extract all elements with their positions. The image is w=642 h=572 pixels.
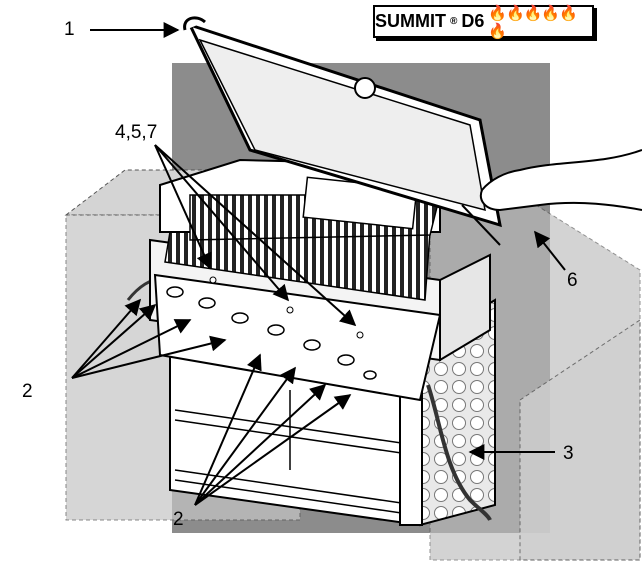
firebox-side bbox=[439, 253, 491, 362]
igniter-markers bbox=[209, 276, 364, 339]
gas-hose bbox=[426, 384, 492, 521]
badge-registered: ® bbox=[450, 16, 458, 27]
lid-rod bbox=[461, 204, 501, 246]
flame-icons: 🔥🔥🔥🔥🔥🔥 bbox=[488, 4, 577, 40]
badge-model: SUMMIT bbox=[375, 11, 446, 31]
callout-1: 1 bbox=[64, 19, 75, 40]
burner-knobs bbox=[166, 286, 377, 380]
callout-leaders bbox=[71, 22, 566, 506]
thermometer-icon bbox=[354, 77, 376, 99]
callout-3: 3 bbox=[563, 443, 574, 464]
callout-2-left: 2 bbox=[22, 381, 33, 402]
callout-6: 6 bbox=[567, 270, 578, 291]
enclosure-right-box bbox=[519, 319, 641, 561]
hand-icon bbox=[480, 149, 642, 212]
callout-4-5-7: 4,5,7 bbox=[115, 122, 157, 143]
badge-variant: D6 bbox=[461, 11, 485, 31]
lid-handle bbox=[183, 16, 206, 31]
model-badge: SUMMIT ® D6 🔥🔥🔥🔥🔥🔥 bbox=[373, 4, 594, 40]
callout-2-bottom: 2 bbox=[173, 509, 184, 530]
lid-inner bbox=[198, 38, 486, 212]
control-panel bbox=[153, 273, 442, 402]
